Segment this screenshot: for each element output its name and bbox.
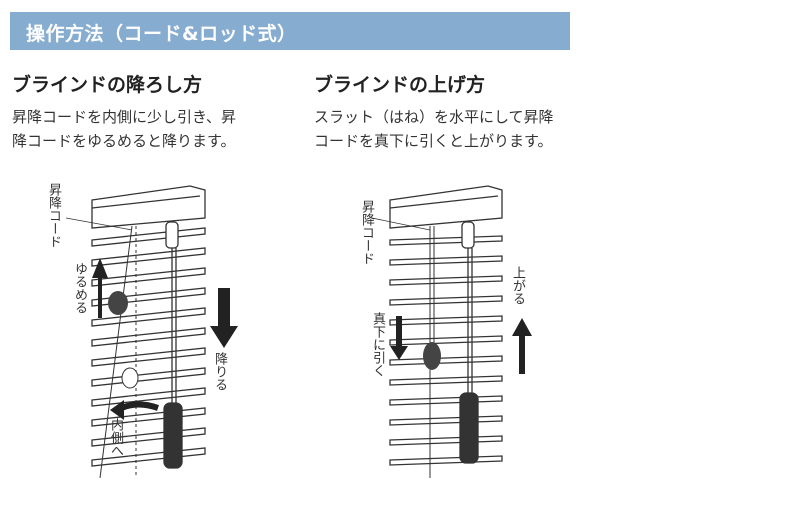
- slats: [91, 227, 206, 467]
- blind-raise-illustration: [371, 185, 532, 478]
- cord-tassel: [423, 342, 441, 370]
- cord-tassel-moved: [121, 367, 139, 389]
- slats: [389, 235, 503, 466]
- page-title: 操作方法（コード&ロッド式）: [26, 23, 297, 45]
- blind-lower-illustration: [65, 185, 238, 479]
- cord-tassel: [108, 291, 128, 315]
- head-rail: [389, 185, 503, 229]
- pull-down-arrow-icon: [390, 316, 408, 360]
- lower-arrow-icon: [210, 288, 238, 348]
- tilt-wand: [163, 221, 183, 469]
- loosen-arrow-icon: [92, 258, 108, 318]
- section-raise-title: ブラインドの上げ方: [314, 74, 486, 96]
- section-raise-body-line1: スラット（はね）を水平にして昇降: [314, 108, 554, 126]
- section-lower-title: ブラインドの降ろし方: [12, 74, 203, 96]
- pull-down-label: 真下に引く: [370, 312, 385, 377]
- lower-cord-label: 昇降コード: [46, 183, 61, 248]
- header-bar: 操作方法（コード&ロッド式）: [10, 12, 570, 50]
- section-lower-body-line1: 昇降コードを内側に少し引き、昇: [12, 108, 236, 126]
- section-raise-body-line2: コードを真下に引くと上がります。: [314, 132, 553, 150]
- rises-label: 上がる: [510, 266, 525, 305]
- inward-label: 内側へ: [108, 418, 123, 457]
- tilt-wand: [459, 221, 479, 464]
- section-lower-body-line2: 降コードをゆるめると降ります。: [12, 132, 236, 150]
- head-rail: [91, 185, 206, 229]
- rise-arrow-icon: [512, 318, 532, 374]
- section-lower-body: 昇降コードを内側に少し引き、昇 降コードをゆるめると降ります。: [12, 105, 282, 153]
- lift-cord: [99, 225, 137, 479]
- lowers-label: 降りる: [212, 352, 227, 391]
- loosen-label: ゆるめる: [72, 262, 87, 314]
- raise-cord-label: 昇降コード: [359, 200, 374, 265]
- section-raise-body: スラット（はね）を水平にして昇降 コードを真下に引くと上がります。: [314, 105, 594, 153]
